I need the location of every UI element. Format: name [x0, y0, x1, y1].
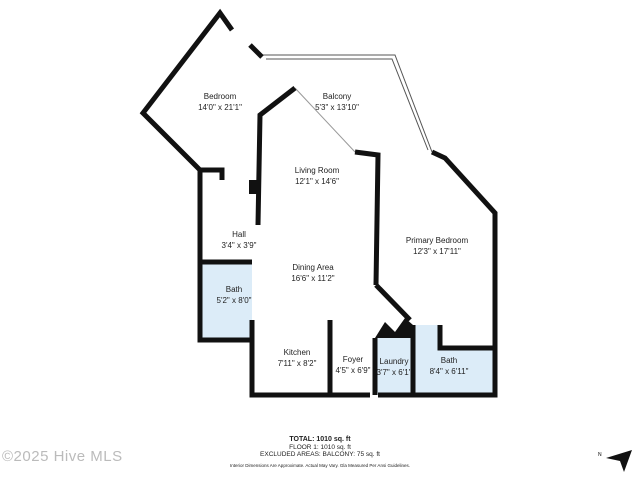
room-label-bedroom: Bedroom 14'0" x 21'1": [198, 91, 242, 113]
watermark: ©2025 Hive MLS: [2, 448, 123, 465]
excluded-areas: EXCLUDED AREAS: BALCONY: 75 sq. ft: [260, 451, 380, 458]
wall-block: [375, 318, 413, 338]
room-dims: 3'4" x 3'9": [221, 241, 257, 250]
bath-1-fill: [202, 262, 252, 338]
room-label-hall: Hall 3'4" x 3'9": [222, 229, 257, 251]
balcony-edge: [294, 87, 356, 153]
room-dims: 4'5" x 6'9": [335, 366, 371, 375]
room-dims: 8'4" x 6'11": [429, 367, 469, 376]
room-name: Balcony: [322, 92, 352, 101]
room-label-primary-bedroom: Primary Bedroom 12'3" x 17'11": [406, 235, 468, 257]
room-name: Kitchen: [283, 348, 311, 357]
room-name: Foyer: [342, 355, 364, 364]
north-arrow-icon: [606, 450, 632, 472]
floor-area: FLOOR 1: 1010 sq. ft: [289, 444, 351, 451]
column: [249, 180, 257, 194]
room-label-laundry: Laundry 3'7" x 6'1": [377, 356, 412, 378]
room-dims: 5'3" x 13'10": [315, 103, 359, 112]
balcony-railing-inner: [266, 58, 429, 151]
room-label-foyer: Foyer 4'5" x 6'9": [336, 354, 371, 376]
room-dims: 12'3" x 17'11": [413, 247, 461, 256]
walls: [139, 8, 498, 398]
room-label-living-room: Living Room 12'1" x 14'6": [295, 165, 339, 187]
room-dims: 3'7" x 6'1": [376, 368, 412, 377]
compass-label: N: [598, 452, 602, 458]
room-name: Bedroom: [203, 92, 237, 101]
room-dims: 7'11" x 8'2": [277, 359, 317, 368]
disclaimer: Interior Dimensions Are Approximate. Act…: [230, 463, 410, 468]
room-name: Bath: [225, 285, 243, 294]
room-label-balcony: Balcony 5'3" x 13'10": [315, 91, 359, 113]
room-dims: 16'6" x 11'2": [291, 274, 335, 283]
laundry-fill: [375, 338, 413, 395]
room-name: Primary Bedroom: [405, 236, 469, 245]
room-label-dining-area: Dining Area 16'6" x 11'2": [291, 262, 334, 284]
room-name: Bath: [440, 356, 458, 365]
room-dims: 14'0" x 21'1": [198, 103, 242, 112]
bath-2-fill: [413, 325, 495, 395]
room-label-bath-1: Bath 5'2" x 8'0": [217, 284, 252, 306]
balcony-railing: [262, 54, 433, 153]
total-area: TOTAL: 1010 sq. ft: [289, 436, 351, 443]
room-name: Hall: [232, 230, 246, 239]
room-label-bath-2: Bath 8'4" x 6'11": [430, 355, 469, 377]
room-name: Living Room: [294, 166, 340, 175]
room-name: Laundry: [379, 357, 409, 366]
room-dims: 5'2" x 8'0": [216, 296, 252, 305]
room-label-kitchen: Kitchen 7'11" x 8'2": [278, 347, 317, 369]
room-dims: 12'1" x 14'6": [295, 177, 339, 186]
room-name: Dining Area: [292, 263, 334, 272]
